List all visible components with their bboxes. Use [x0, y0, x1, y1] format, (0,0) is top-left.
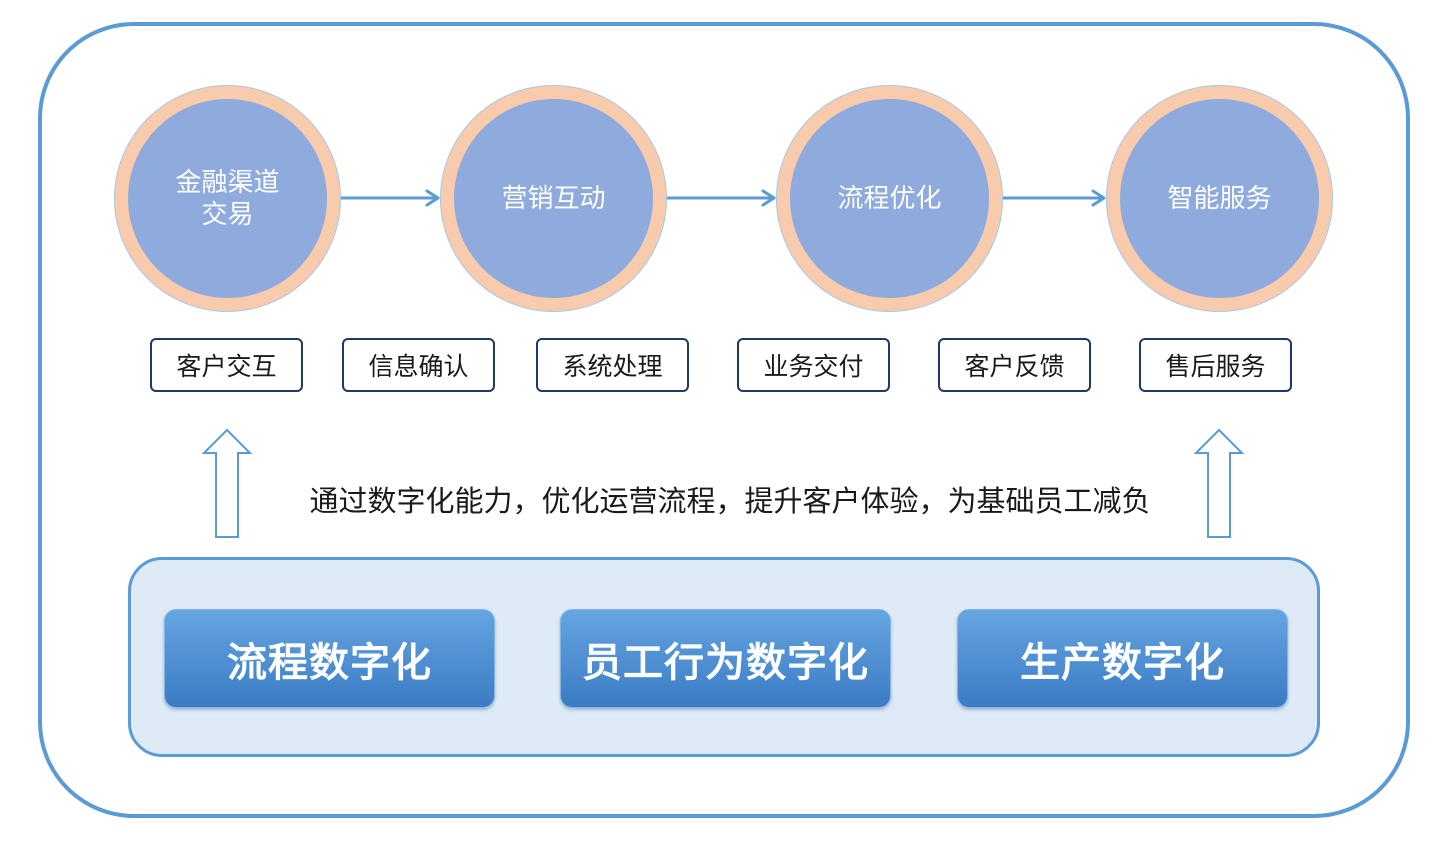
stage-label: 流程优化: [837, 183, 941, 215]
stage-core: 营销互动: [454, 99, 653, 298]
foundation-block-staff: 员工行为数字化: [560, 609, 891, 708]
step-box: 客户反馈: [938, 338, 1091, 392]
stage-label-line: 营销互动: [501, 183, 606, 214]
foundation-block-process: 流程数字化: [164, 609, 495, 708]
stage-label: 营销互动: [501, 183, 605, 215]
stage-label-line: 交易: [201, 199, 254, 230]
stage-circle-process: 流程优化: [776, 85, 1003, 312]
stage-core: 流程优化: [790, 99, 989, 298]
foundation-block-production: 生产数字化: [957, 609, 1288, 708]
stage-label-line: 流程优化: [837, 183, 942, 214]
stage-label: 智能服务: [1167, 183, 1271, 215]
stage-label-line: 金融渠道: [175, 167, 280, 198]
stage-circle-smart-service: 智能服务: [1106, 85, 1333, 312]
stage-circle-marketing: 营销互动: [440, 85, 667, 312]
slogan-text: 通过数字化能力，优化运营流程，提升客户体验，为基础员工减负: [309, 484, 1151, 518]
stage-core: 智能服务: [1120, 99, 1319, 298]
stage-label-line: 智能服务: [1167, 183, 1272, 214]
stage-label: 金融渠道 交易: [175, 167, 279, 231]
step-box: 业务交付: [737, 338, 890, 392]
stage-core: 金融渠道 交易: [128, 99, 327, 298]
step-box: 系统处理: [536, 338, 689, 392]
step-box: 客户交互: [150, 338, 303, 392]
stage-circle-financial-channel: 金融渠道 交易: [114, 85, 341, 312]
step-box: 信息确认: [342, 338, 495, 392]
step-box: 售后服务: [1139, 338, 1292, 392]
